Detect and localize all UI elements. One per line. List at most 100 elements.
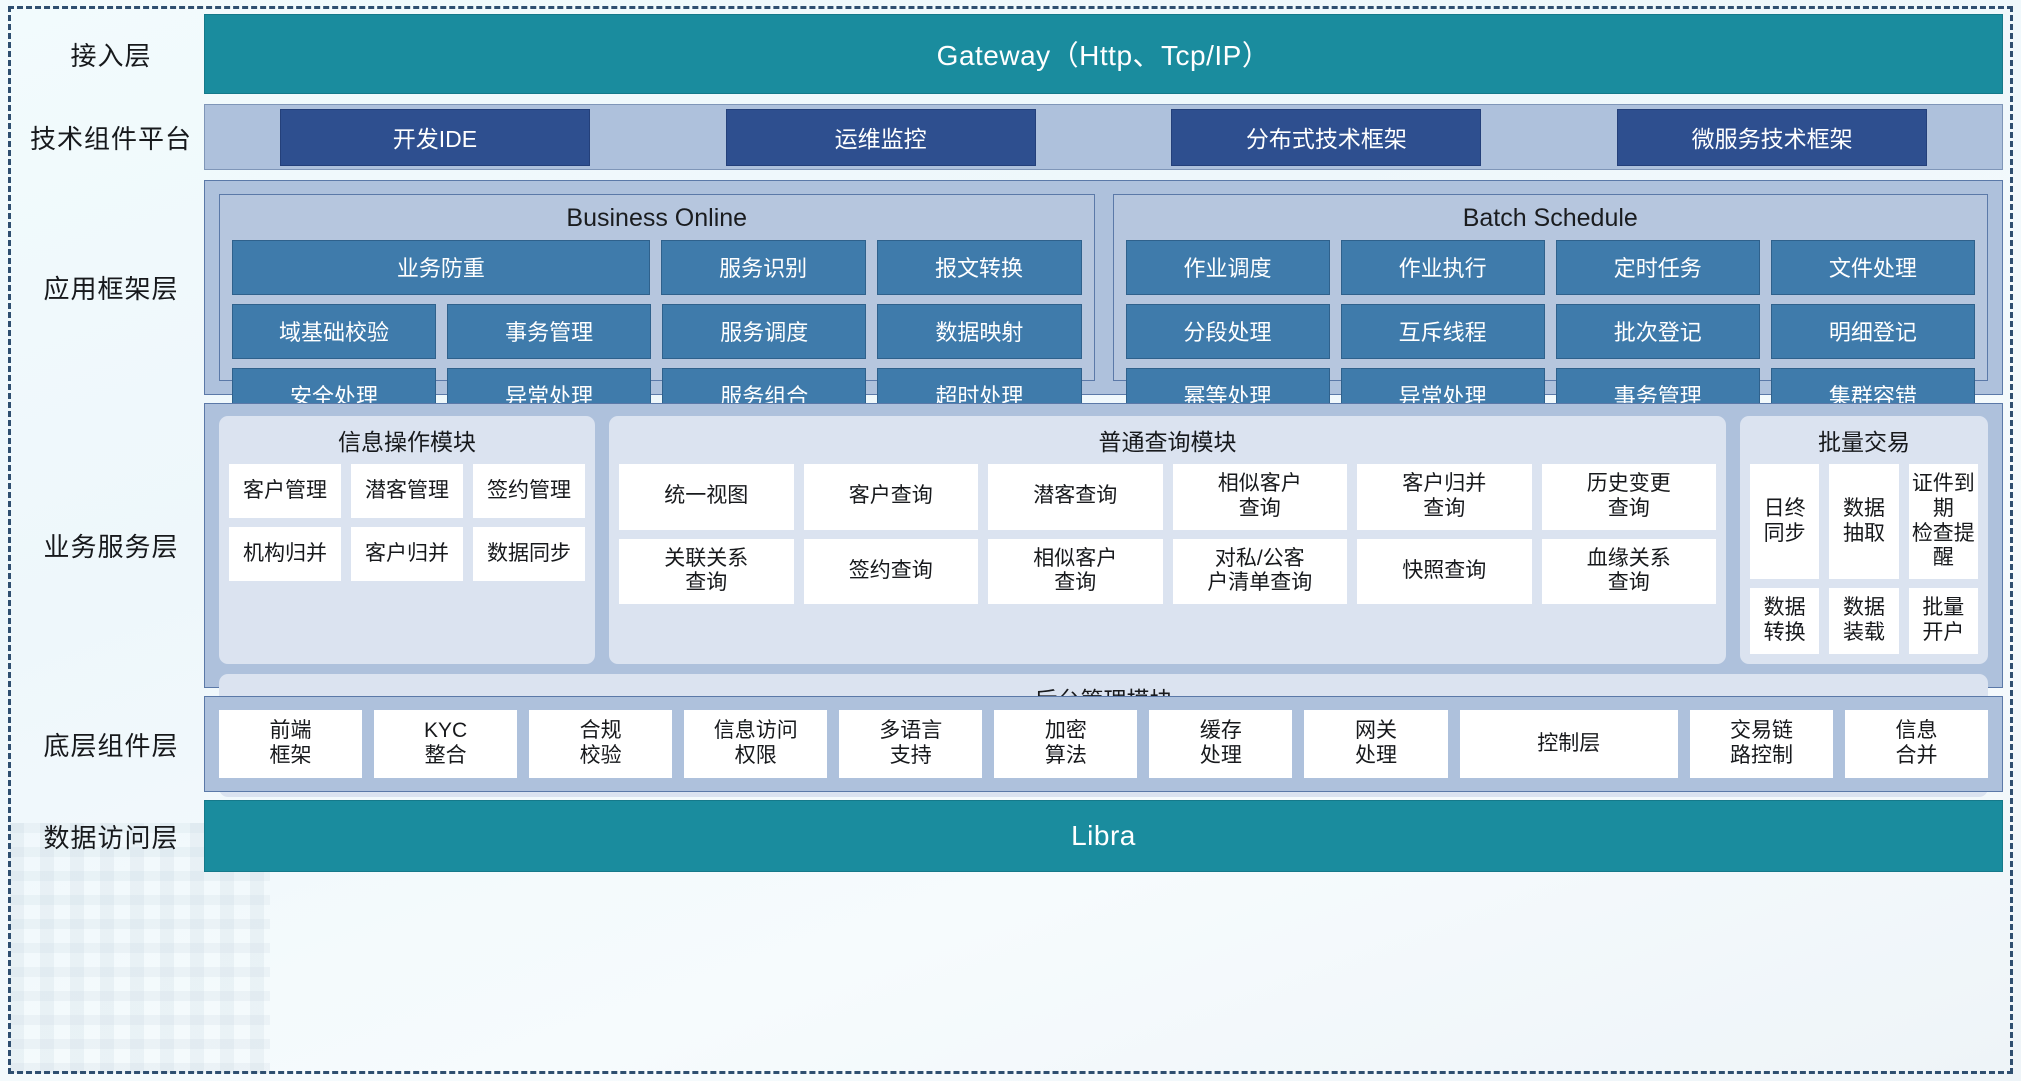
cell-base[interactable]: 前端 框架 xyxy=(219,710,363,778)
cell-info[interactable]: 签约管理 xyxy=(473,464,585,518)
cell-query[interactable]: 历史变更 查询 xyxy=(1541,464,1716,530)
panel-title-business-online: Business Online xyxy=(566,204,748,232)
cell-query[interactable]: 相似客户 查询 xyxy=(988,538,1163,605)
cell-base[interactable]: 网关 处理 xyxy=(1304,710,1448,778)
grid-row: 分段处理 互斥线程 批次登记 明细登记 xyxy=(1125,304,1975,359)
module-title-batch: 批量交易 xyxy=(1818,429,1910,455)
layer-label-base: 底层组件层 xyxy=(43,730,179,761)
module-title-info: 信息操作模块 xyxy=(338,429,476,455)
cell-query[interactable]: 潜客查询 xyxy=(988,464,1163,530)
grid-row: 业务防重 服务识别 报文转换 xyxy=(232,240,1082,295)
cell-business-online[interactable]: 服务调度 xyxy=(662,304,867,359)
grid-row: 作业调度 作业执行 定时任务 文件处理 xyxy=(1125,240,1975,295)
cell-query[interactable]: 签约查询 xyxy=(803,538,978,605)
module-batch-transaction: 批量交易 日终 同步 数据 抽取 证件到期 检查提醒 数据 转换 数据 装载 xyxy=(1740,416,1988,664)
module-info-operations: 信息操作模块 客户管理 潜客管理 签约管理 机构归并 客户归并 xyxy=(219,416,595,664)
cell-batch-schedule[interactable]: 分段处理 xyxy=(1125,304,1330,359)
cell-base[interactable]: 合规 校验 xyxy=(529,710,673,778)
module-row: 关联关系 查询 签约查询 相似客户 查询 对私/公客 户清单查询 快照查询 血缘… xyxy=(619,538,1716,605)
panel-title-batch-schedule: Batch Schedule xyxy=(1462,204,1638,232)
cell-base[interactable]: 信息 合并 xyxy=(1845,710,1989,778)
cell-query[interactable]: 血缘关系 查询 xyxy=(1541,538,1716,605)
business-service-layer: 信息操作模块 客户管理 潜客管理 签约管理 机构归并 客户归并 xyxy=(204,403,2003,798)
cell-query[interactable]: 统一视图 xyxy=(619,464,794,530)
cell-info[interactable]: 客户归并 xyxy=(351,527,463,581)
service-modules-row: 信息操作模块 客户管理 潜客管理 签约管理 机构归并 客户归并 xyxy=(219,416,1988,664)
cell-batch-schedule[interactable]: 批次登记 xyxy=(1555,304,1760,359)
layer-label-access: 接入层 xyxy=(70,40,152,71)
cell-base[interactable]: 信息访问 权限 xyxy=(684,710,828,778)
module-title-query: 普通查询模块 xyxy=(1098,429,1237,455)
layer-row-access: 接入层 Gateway（Http、Tcp/IP） xyxy=(18,14,2003,94)
module-common-query: 普通查询模块 统一视图 客户查询 潜客查询 相似客户 查询 客户归并 查询 历史… xyxy=(609,416,1726,664)
layer-body-base: 前端 框架 KYC 整合 合规 校验 信息访问 权限 多语言 支持 加密 算法 … xyxy=(204,696,2003,792)
layer-row-service: 业务服务层 信息操作模块 客户管理 潜客管理 签约管理 xyxy=(18,403,2003,798)
cell-business-online[interactable]: 事务管理 xyxy=(447,304,652,359)
layer-row-appframe: 应用框架层 Business Online 业务防重 服务识别 报文转换 域 xyxy=(18,180,2003,423)
cell-query[interactable]: 客户归并 查询 xyxy=(1357,464,1532,530)
cell-batch[interactable]: 证件到期 检查提醒 xyxy=(1908,464,1978,580)
module-grid-info: 客户管理 潜客管理 签约管理 机构归并 客户归并 数据同步 xyxy=(229,464,585,581)
cell-batch-schedule[interactable]: 幂等处理 xyxy=(1125,368,1330,423)
cell-batch[interactable]: 日终 同步 xyxy=(1750,464,1820,580)
cell-base[interactable]: 加密 算法 xyxy=(994,710,1138,778)
cell-info[interactable]: 数据同步 xyxy=(473,527,585,581)
layer-stack: 接入层 Gateway（Http、Tcp/IP） 技术组件平台 开发IDE 运维… xyxy=(18,14,2003,1066)
cell-query[interactable]: 关联关系 查询 xyxy=(619,538,794,605)
cell-business-online[interactable]: 服务识别 xyxy=(660,240,866,295)
module-row: 统一视图 客户查询 潜客查询 相似客户 查询 客户归并 查询 历史变更 查询 xyxy=(619,464,1716,530)
cell-info[interactable]: 机构归并 xyxy=(229,527,341,581)
tech-component-platform: 开发IDE 运维监控 分布式技术框架 微服务技术框架 xyxy=(204,104,2003,170)
layer-row-data: 数据访问层 Libra xyxy=(18,800,2003,872)
tech-chip-dist[interactable]: 分布式技术框架 xyxy=(1171,108,1482,166)
gateway-bar[interactable]: Gateway（Http、Tcp/IP） xyxy=(204,14,2003,94)
tech-chip-ide[interactable]: 开发IDE xyxy=(279,108,590,166)
cell-business-online[interactable]: 数据映射 xyxy=(877,304,1082,359)
layer-row-tech: 技术组件平台 开发IDE 运维监控 分布式技术框架 微服务技术框架 xyxy=(18,104,2003,170)
cell-business-online[interactable]: 报文转换 xyxy=(876,240,1082,295)
cell-batch-schedule[interactable]: 定时任务 xyxy=(1555,240,1760,295)
cell-base[interactable]: 交易链 路控制 xyxy=(1689,710,1833,778)
layer-body-data: Libra xyxy=(204,800,2003,872)
panel-business-online: Business Online 业务防重 服务识别 报文转换 域基础校验 事务管… xyxy=(219,194,1095,423)
layer-body-access: Gateway（Http、Tcp/IP） xyxy=(204,14,2003,94)
cell-info[interactable]: 潜客管理 xyxy=(351,464,463,518)
layer-body-service: 信息操作模块 客户管理 潜客管理 签约管理 机构归并 客户归并 xyxy=(204,403,2003,798)
module-row: 日终 同步 数据 抽取 证件到期 检查提醒 xyxy=(1750,464,1978,580)
libra-bar[interactable]: Libra xyxy=(204,800,2003,872)
tech-chip-ops[interactable]: 运维监控 xyxy=(725,108,1036,166)
batch-schedule-grid: 作业调度 作业执行 定时任务 文件处理 分段处理 互斥线程 批次登记 明细登记 xyxy=(1125,240,1975,423)
cell-batch[interactable]: 批量 开户 xyxy=(1908,588,1978,654)
cell-query[interactable]: 对私/公客 户清单查询 xyxy=(1172,538,1347,605)
layer-label-appframe: 应用框架层 xyxy=(43,274,179,304)
layer-body-tech: 开发IDE 运维监控 分布式技术框架 微服务技术框架 xyxy=(204,104,2003,170)
cell-batch-schedule[interactable]: 作业执行 xyxy=(1340,240,1545,295)
module-row: 数据 转换 数据 装载 批量 开户 xyxy=(1750,588,1978,654)
layer-body-appframe: Business Online 业务防重 服务识别 报文转换 域基础校验 事务管… xyxy=(204,180,2003,423)
cell-query[interactable]: 快照查询 xyxy=(1357,538,1532,605)
module-row: 机构归并 客户归并 数据同步 xyxy=(229,527,585,581)
panel-batch-schedule: Batch Schedule 作业调度 作业执行 定时任务 文件处理 分段处理 … xyxy=(1112,194,1988,423)
cell-batch[interactable]: 数据 转换 xyxy=(1750,588,1820,654)
layer-label-data: 数据访问层 xyxy=(43,822,179,853)
cell-query[interactable]: 相似客户 查询 xyxy=(1172,464,1347,530)
cell-business-online[interactable]: 域基础校验 xyxy=(232,304,437,359)
cell-batch-schedule[interactable]: 文件处理 xyxy=(1770,240,1975,295)
module-grid-query: 统一视图 客户查询 潜客查询 相似客户 查询 客户归并 查询 历史变更 查询 关… xyxy=(619,464,1716,605)
cell-base-control[interactable]: 控制层 xyxy=(1459,710,1678,778)
cell-base[interactable]: 缓存 处理 xyxy=(1149,710,1293,778)
cell-batch-schedule[interactable]: 互斥线程 xyxy=(1340,304,1545,359)
cell-batch[interactable]: 数据 装载 xyxy=(1829,588,1899,654)
cell-info[interactable]: 客户管理 xyxy=(229,464,341,518)
cell-base[interactable]: 多语言 支持 xyxy=(839,710,983,778)
cell-query[interactable]: 客户查询 xyxy=(803,464,978,530)
cell-base[interactable]: KYC 整合 xyxy=(374,710,518,778)
tech-chip-micro[interactable]: 微服务技术框架 xyxy=(1617,108,1928,166)
layer-label-service: 业务服务层 xyxy=(43,532,179,562)
cell-batch-schedule[interactable]: 明细登记 xyxy=(1770,304,1975,359)
cell-batch-schedule[interactable]: 作业调度 xyxy=(1125,240,1330,295)
cell-batch[interactable]: 数据 抽取 xyxy=(1829,464,1899,580)
layer-label-tech: 技术组件平台 xyxy=(29,123,192,154)
cell-business-online[interactable]: 业务防重 xyxy=(232,240,650,295)
